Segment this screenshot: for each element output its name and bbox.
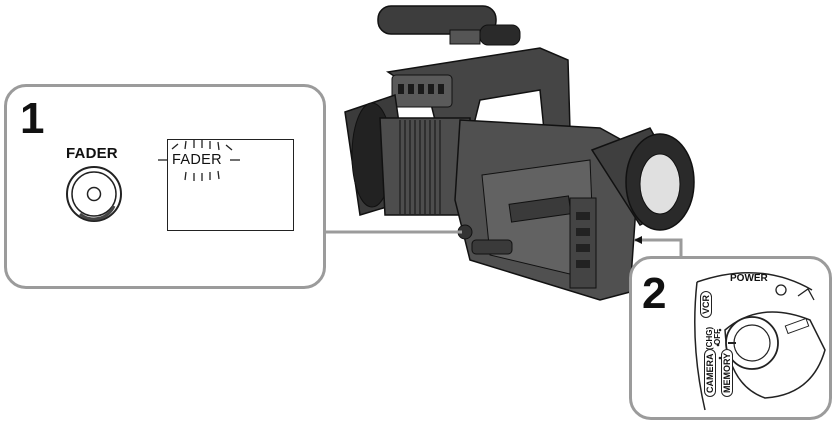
dial-position-off: OFF	[713, 329, 722, 345]
dial-position-memory: MEMORY	[722, 349, 732, 397]
dial-position-chg: (CHG)	[705, 327, 714, 350]
dial-position-vcr: VCR	[701, 291, 711, 318]
dial-position-camera: CAMERA	[705, 350, 715, 398]
